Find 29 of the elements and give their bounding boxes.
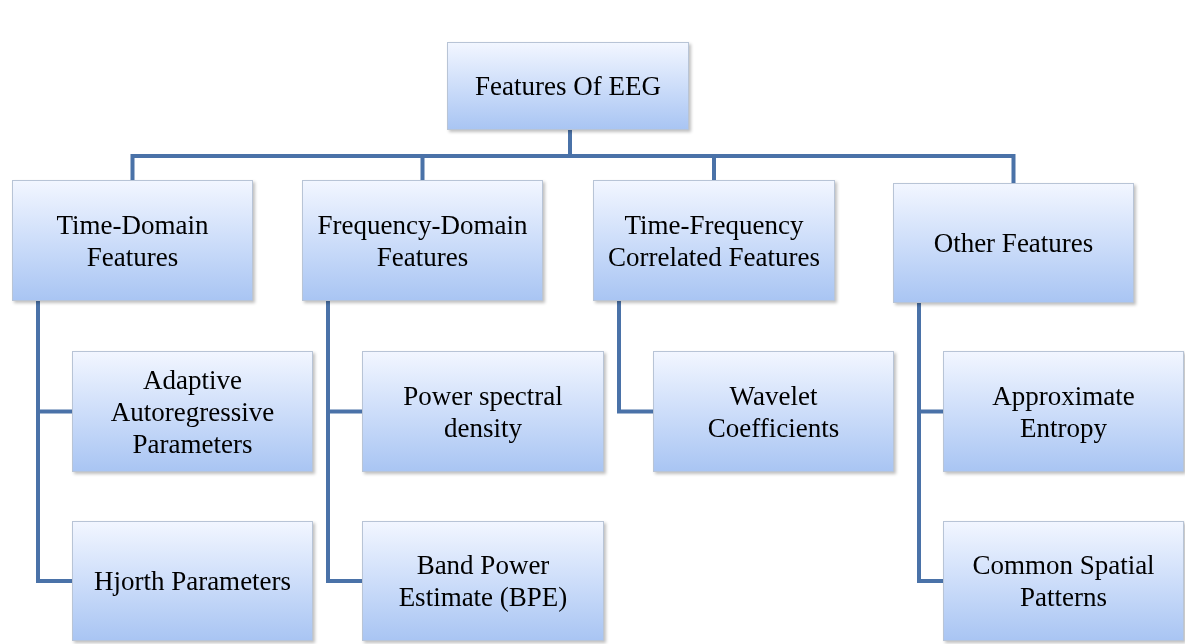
feature-box — [302, 180, 543, 301]
box-label: Adaptive Autoregressive Parameters — [109, 363, 276, 460]
feature-box — [893, 183, 1134, 303]
feature-box — [943, 521, 1184, 641]
feature-box — [12, 180, 253, 301]
box-label: Frequency-Domain Features — [316, 208, 529, 273]
box-label: Features Of EEG — [475, 70, 661, 102]
box-label: Common Spatial Patterns — [971, 549, 1156, 613]
box-label: Time-Domain Features — [55, 208, 210, 273]
box-label: Power spectral density — [402, 379, 564, 444]
box-label: Other Features — [933, 227, 1094, 259]
feature-box — [447, 42, 689, 130]
connector-line — [568, 130, 1016, 183]
box-label: Time-Frequency Correlated Features — [606, 208, 822, 273]
feature-box — [72, 521, 313, 641]
feature-box — [653, 351, 894, 472]
connector-line — [917, 303, 943, 583]
box-label: Approximate Entropy — [991, 379, 1136, 444]
connector-line — [36, 301, 72, 583]
feature-box — [362, 521, 604, 641]
box-label: Band Power Estimate (BPE) — [397, 549, 569, 613]
feature-box — [593, 180, 835, 301]
connector-line — [326, 301, 362, 583]
feature-box — [943, 351, 1184, 472]
box-label: Hjorth Parameters — [93, 565, 292, 597]
feature-box — [72, 351, 313, 472]
box-label: Wavelet Coefficients — [706, 379, 841, 444]
connector-line — [617, 301, 653, 414]
feature-box — [362, 351, 604, 472]
